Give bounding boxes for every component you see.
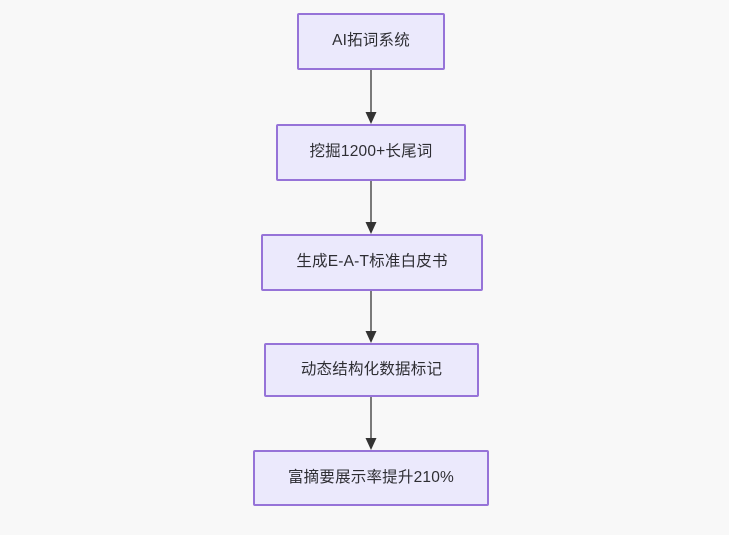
flow-node-dynamic-structured-data-markup[interactable]: 动态结构化数据标记 (264, 343, 479, 397)
flow-node-label: 挖掘1200+长尾词 (309, 143, 433, 161)
flow-node-mine-longtail-keywords[interactable]: 挖掘1200+长尾词 (276, 124, 466, 181)
flow-node-label: 动态结构化数据标记 (300, 360, 443, 378)
flow-arrow-node3-to-node4 (364, 291, 378, 343)
flow-node-label: 富摘要展示率提升210% (287, 468, 455, 486)
flow-node-label: AI拓词系统 (332, 32, 410, 50)
flow-node-generate-eat-whitepaper[interactable]: 生成E-A-T标准白皮书 (261, 234, 483, 291)
flow-node-label: 生成E-A-T标准白皮书 (296, 253, 448, 271)
flow-node-rich-snippet-impression-uplift[interactable]: 富摘要展示率提升210% (253, 450, 489, 506)
flow-node-ai-keyword-system[interactable]: AI拓词系统 (297, 13, 445, 70)
flow-arrow-node2-to-node3 (364, 181, 378, 234)
flow-arrow-node1-to-node2 (364, 70, 378, 124)
flow-arrow-node4-to-node5 (364, 397, 378, 450)
